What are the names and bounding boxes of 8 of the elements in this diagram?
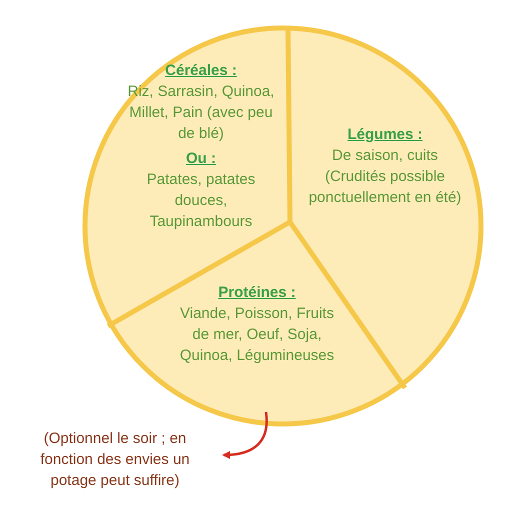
- food-list: De saison, cuits (Crudités possible ponctuellement en été): [305, 145, 465, 208]
- heading: Ou :: [185, 149, 217, 169]
- heading: Légumes :: [346, 125, 424, 145]
- heading: Protéines :: [217, 283, 297, 303]
- heading: Céréales :: [164, 61, 238, 81]
- note-text: (Optionnel le soir ; en fonction des envies un potage peut suffire): [39, 429, 191, 491]
- food-list: Patates, patates douces, Taupinambours: [124, 169, 278, 232]
- food-list: Viande, Poisson, Fruits de mer, Oeuf, Soja, Quinoa, Légumineuses: [172, 303, 342, 366]
